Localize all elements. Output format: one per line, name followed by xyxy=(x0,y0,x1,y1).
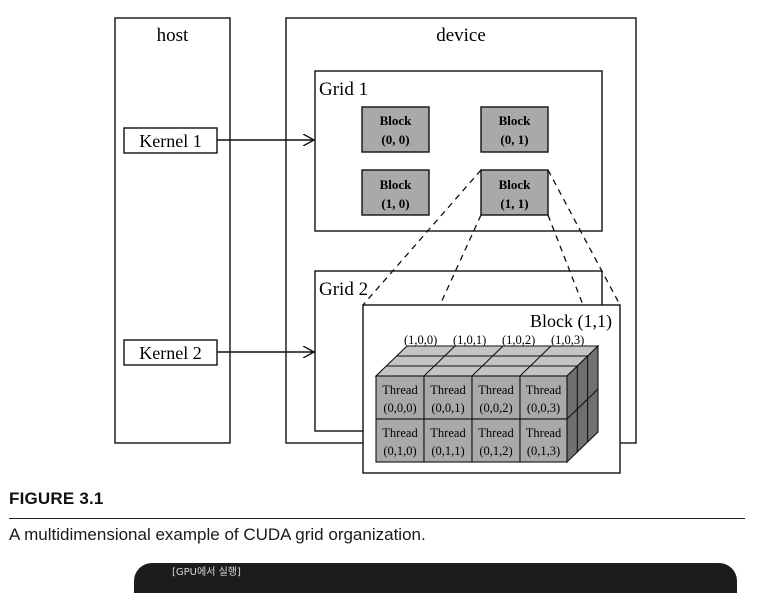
thread-text-line2: (0,0,2) xyxy=(479,401,512,415)
grid1-label: Grid 1 xyxy=(319,79,368,100)
block-text-line1: Block xyxy=(499,177,532,192)
grid1-box: Grid 1 xyxy=(314,70,603,232)
thread-0-0-2: Thread (0,0,2) xyxy=(478,383,514,415)
cuda-grid-diagram: host device Kernel 1 Kernel 2 Grid 1 Blo… xyxy=(114,17,637,474)
thread-0-1-1: Thread (0,1,1) xyxy=(430,426,466,458)
block-text-line2: (1, 0) xyxy=(381,196,409,211)
thread-text-line2: (0,0,0) xyxy=(383,401,416,415)
thread-text-line1: Thread xyxy=(382,426,418,440)
depth-label: (1,0,2) xyxy=(502,333,535,347)
thread-text-line2: (0,1,3) xyxy=(527,444,560,458)
host-panel: host xyxy=(114,17,231,444)
thread-text-line1: Thread xyxy=(430,383,466,397)
device-label: device xyxy=(436,25,486,46)
block-text-line2: (0, 1) xyxy=(500,132,528,147)
kernel1-box: Kernel 1 xyxy=(123,127,218,154)
thread-text-line2: (0,1,1) xyxy=(431,444,464,458)
thread-text-line1: Thread xyxy=(382,383,418,397)
block-text-line1: Block xyxy=(380,177,413,192)
depth-label: (1,0,1) xyxy=(453,333,486,347)
thread-0-0-0: Thread (0,0,0) xyxy=(382,383,418,415)
caption-divider xyxy=(9,518,745,519)
block-text-line2: (0, 0) xyxy=(381,132,409,147)
kernel2-box: Kernel 2 xyxy=(123,339,218,366)
figure-caption: A multidimensional example of CUDA grid … xyxy=(9,525,426,544)
thread-text-line1: Thread xyxy=(526,426,562,440)
thread-labels: Thread (0,0,0) Thread (0,0,1) Thread (0,… xyxy=(382,383,562,458)
kernel2-label: Kernel 2 xyxy=(139,343,201,363)
grid1-block-0-1: Block (0, 1) xyxy=(480,106,549,153)
thread-cube xyxy=(374,344,600,464)
thread-text-line2: (0,0,3) xyxy=(527,401,560,415)
grid1-block-1-0: Block (1, 0) xyxy=(361,169,430,216)
thread-text-line1: Thread xyxy=(526,383,562,397)
depth-label: (1,0,3) xyxy=(551,333,584,347)
host-label: host xyxy=(157,25,189,46)
thread-text-line2: (0,0,1) xyxy=(431,401,464,415)
depth-label: (1,0,0) xyxy=(404,333,437,347)
thread-0-0-3: Thread (0,0,3) xyxy=(526,383,562,415)
thread-text-line2: (0,1,2) xyxy=(479,444,512,458)
block-text-line2: (1, 1) xyxy=(500,196,528,211)
zoom-lines xyxy=(362,169,621,306)
thread-text-line1: Thread xyxy=(478,426,514,440)
bottom-window-title: [GPU에서 실행] xyxy=(172,567,241,578)
grid2-label: Grid 2 xyxy=(319,279,368,300)
thread-text-line1: Thread xyxy=(430,426,466,440)
block-text-line1: Block xyxy=(380,113,413,128)
grid1-block-1-1: Block (1, 1) xyxy=(480,169,549,216)
thread-0-1-2: Thread (0,1,2) xyxy=(478,426,514,458)
depth-labels: (1,0,0) (1,0,1) (1,0,2) (1,0,3) xyxy=(404,333,584,347)
grid1-block-0-0: Block (0, 0) xyxy=(361,106,430,153)
kernel1-label: Kernel 1 xyxy=(139,131,201,151)
thread-0-1-3: Thread (0,1,3) xyxy=(526,426,562,458)
block-text-line1: Block xyxy=(499,113,532,128)
thread-text-line1: Thread xyxy=(478,383,514,397)
thread-text-line2: (0,1,0) xyxy=(383,444,416,458)
thread-0-1-0: Thread (0,1,0) xyxy=(382,426,418,458)
bottom-window-bar: [GPU에서 실행] xyxy=(134,563,737,593)
zoomed-block-label: Block (1,1) xyxy=(530,311,612,332)
figure-label: FIGURE 3.1 xyxy=(9,489,104,508)
thread-0-0-1: Thread (0,0,1) xyxy=(430,383,466,415)
